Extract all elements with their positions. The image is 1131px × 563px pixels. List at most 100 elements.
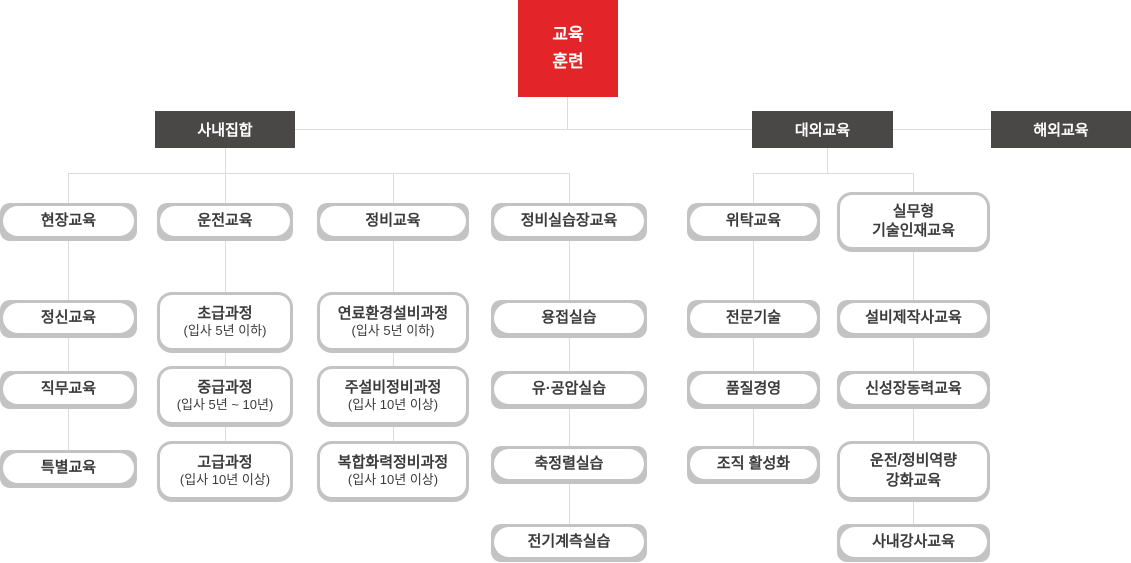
root-node-label-line2: 훈련 [552, 51, 584, 71]
root-node-label-line1: 교육 [552, 25, 584, 45]
node-label: 특별교육 [40, 459, 97, 477]
node-frame: 초급과정 (입사 5년 이하) [157, 292, 293, 353]
node-label: 품질경영 [725, 380, 782, 398]
node-label: 운전교육 [197, 212, 253, 230]
connector-line [913, 173, 914, 192]
node-frame: 축정렬실습 [491, 446, 647, 484]
node-label: 정비실습장교육 [520, 212, 618, 230]
connector-line [68, 173, 69, 203]
node-frame: 위탁교육 [687, 203, 820, 241]
node-frame: 운전교육 [157, 203, 293, 241]
branch-external: 대외교육 [752, 111, 893, 148]
node-label: 신성장동력교육 [865, 380, 962, 398]
node-label: 용접실습 [541, 309, 597, 327]
connector-line [393, 173, 394, 203]
branch-label: 해외교육 [1033, 122, 1089, 139]
node-label: 복합화력정비과정 [337, 453, 449, 471]
branch-label: 대외교육 [794, 122, 851, 139]
node-frame: 특별교육 [0, 450, 137, 488]
leaf-node: 전기계측실습 [491, 524, 647, 562]
node-label-line2: 기술인재교육 [872, 222, 955, 239]
node-label: 중급과정 [197, 378, 253, 396]
node-label: 위탁교육 [725, 212, 782, 230]
node-label: 직무교육 [40, 380, 97, 398]
node-frame: 품질경영 [687, 371, 820, 409]
node-label: 조직 활성화 [716, 455, 791, 473]
leaf-node: 축정렬실습 [491, 446, 647, 484]
node-frame: 용접실습 [491, 300, 647, 338]
connector-line [68, 241, 69, 450]
node-label: 초급과정 [197, 304, 253, 322]
node-frame: 설비제작사교육 [837, 300, 990, 338]
header-practical-talent-training: 실무형 기술인재교육 [837, 192, 990, 252]
node-frame: 신성장동력교육 [837, 371, 990, 409]
node-sublabel: (입사 5년 이하) [351, 323, 435, 339]
node-label: 축정렬실습 [534, 455, 604, 473]
node-label: 고급과정 [197, 453, 253, 471]
connector-line [225, 129, 1061, 130]
leaf-node: 주설비정비과정 (입사 10년 이상) [317, 366, 469, 427]
leaf-node: 유·공압실습 [491, 371, 647, 409]
node-label: 사내강사교육 [872, 533, 955, 551]
node-label: 연료환경설비과정 [337, 304, 449, 322]
node-label: 전기계측실습 [527, 533, 611, 551]
node-frame: 중급과정 (입사 5년 ~ 10년) [157, 366, 293, 427]
leaf-node: 조직 활성화 [687, 446, 820, 484]
node-sublabel: (입사 10년 이상) [347, 397, 439, 413]
node-frame: 조직 활성화 [687, 446, 820, 484]
leaf-node: 용접실습 [491, 300, 647, 338]
node-label: 주설비정비과정 [344, 378, 442, 396]
node-label-line2: 강화교육 [885, 471, 942, 489]
header-operation-training: 운전교육 [157, 203, 293, 241]
node-frame: 정비교육 [317, 203, 469, 241]
leaf-node: 초급과정 (입사 5년 이하) [157, 292, 293, 353]
node-frame: 정비실습장교육 [491, 203, 647, 241]
connector-line [68, 173, 569, 174]
node-label-line1: 실무형 [892, 202, 935, 220]
node-frame: 전기계측실습 [491, 524, 647, 562]
connector-line [567, 97, 568, 129]
leaf-node: 중급과정 (입사 5년 ~ 10년) [157, 366, 293, 427]
header-field-training: 현장교육 [0, 203, 137, 241]
connector-line [753, 173, 913, 174]
leaf-node: 품질경영 [687, 371, 820, 409]
connector-line [225, 148, 226, 173]
branch-in-house: 사내집합 [155, 111, 295, 148]
node-frame: 유·공압실습 [491, 371, 647, 409]
node-label: 설비제작사교육 [865, 309, 962, 327]
node-sublabel: (입사 5년 ~ 10년) [176, 397, 274, 413]
connector-line [827, 148, 828, 173]
leaf-node: 신성장동력교육 [837, 371, 990, 409]
connector-line [225, 173, 226, 203]
leaf-node: 직무교육 [0, 371, 137, 409]
node-frame: 복합화력정비과정 (입사 10년 이상) [317, 441, 469, 502]
leaf-node: 정신교육 [0, 300, 137, 338]
leaf-node: 설비제작사교육 [837, 300, 990, 338]
node-label: 현장교육 [40, 212, 97, 230]
header-maintenance-training: 정비교육 [317, 203, 469, 241]
node-label-line1: 운전/정비역량 [870, 452, 957, 469]
header-consignment-training: 위탁교육 [687, 203, 820, 241]
root-node-training: 교육 훈련 [518, 0, 618, 97]
leaf-node: 연료환경설비과정 (입사 5년 이하) [317, 292, 469, 353]
leaf-node: 고급과정 (입사 10년 이상) [157, 441, 293, 502]
branch-label: 사내집합 [197, 122, 253, 139]
node-label: 유·공압실습 [532, 380, 606, 398]
leaf-node: 복합화력정비과정 (입사 10년 이상) [317, 441, 469, 502]
node-frame: 고급과정 (입사 10년 이상) [157, 441, 293, 502]
node-frame: 정신교육 [0, 300, 137, 338]
leaf-node: 운전/정비역량 강화교육 [837, 441, 990, 502]
node-frame: 전문기술 [687, 300, 820, 338]
node-frame: 사내강사교육 [837, 524, 990, 562]
node-label: 정비교육 [365, 212, 421, 230]
node-sublabel: (입사 10년 이상) [179, 472, 271, 488]
node-sublabel: (입사 5년 이하) [183, 323, 267, 339]
node-frame: 실무형 기술인재교육 [837, 192, 990, 252]
node-frame: 현장교육 [0, 203, 137, 241]
leaf-node: 특별교육 [0, 450, 137, 488]
branch-overseas: 해외교육 [991, 111, 1131, 148]
node-label: 정신교육 [40, 309, 97, 327]
connector-line [753, 241, 754, 446]
node-frame: 연료환경설비과정 (입사 5년 이하) [317, 292, 469, 353]
